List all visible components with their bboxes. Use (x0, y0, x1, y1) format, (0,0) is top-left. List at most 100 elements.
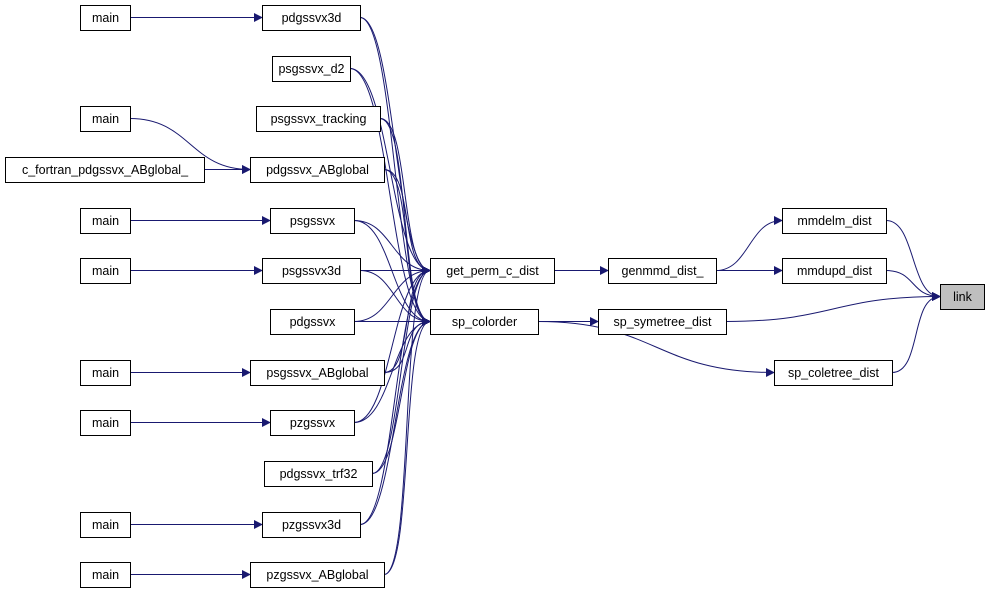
node-psgssvx[interactable]: psgssvx (270, 208, 355, 234)
edge-pzgssvx3d-to-sp_colorder (359, 317, 431, 525)
node-label: pzgssvx_ABglobal (266, 568, 368, 582)
node-box (80, 208, 131, 234)
edge-mmdelm_dist-to-link (885, 220, 941, 301)
edge-m2-to-pdgssvx_ABglobal (129, 118, 251, 174)
node-box (80, 360, 131, 386)
node-m2[interactable]: main (80, 106, 131, 132)
node-label: main (92, 568, 119, 582)
node-label: psgssvx (290, 214, 336, 228)
node-label: sp_coletree_dist (788, 366, 880, 380)
node-box (80, 410, 131, 436)
edge-pdgssvx_ABglobal-to-get_perm_c_dist (383, 169, 431, 275)
node-box (264, 461, 373, 487)
edge-pdgssvx_trf32-to-sp_colorder (371, 317, 431, 474)
node-mmdupd_dist[interactable]: mmdupd_dist (782, 258, 887, 284)
node-box (430, 258, 555, 284)
node-label: sp_symetree_dist (614, 315, 712, 329)
edge-pzgssvx-to-sp_colorder (353, 317, 431, 423)
node-sp_coletree_dist[interactable]: sp_coletree_dist (774, 360, 893, 386)
node-m1[interactable]: main (80, 5, 131, 31)
node-box (272, 56, 351, 82)
node-m3[interactable]: main (80, 208, 131, 234)
edge-mmdupd_dist-to-link (885, 270, 941, 301)
edge-psgssvx_tracking-to-get_perm_c_dist (379, 118, 431, 275)
node-label: pdgssvx (290, 315, 337, 329)
node-box (270, 410, 355, 436)
node-label: psgssvx3d (282, 264, 341, 278)
node-box (782, 208, 887, 234)
node-label: psgssvx_d2 (278, 62, 344, 76)
node-pdgssvx[interactable]: pdgssvx (270, 309, 355, 335)
node-box (80, 5, 131, 31)
node-label: pdgssvx_trf32 (280, 467, 358, 481)
node-m8[interactable]: main (80, 562, 131, 588)
node-box (250, 562, 385, 588)
edge-pdgssvx_trf32-to-get_perm_c_dist (371, 266, 431, 474)
node-label: main (92, 518, 119, 532)
node-pdgssvx_ABglobal[interactable]: pdgssvx_ABglobal (250, 157, 385, 183)
node-label: genmmd_dist_ (622, 264, 705, 278)
node-box (262, 5, 361, 31)
node-label: mmdupd_dist (797, 264, 873, 278)
node-box (5, 157, 205, 183)
node-m6[interactable]: main (80, 410, 131, 436)
node-m4[interactable]: main (80, 258, 131, 284)
node-label: c_fortran_pdgssvx_ABglobal_ (22, 163, 189, 177)
node-box (598, 309, 727, 335)
node-label: mmdelm_dist (797, 214, 872, 228)
node-box (774, 360, 893, 386)
node-box (256, 106, 381, 132)
node-get_perm_c_dist[interactable]: get_perm_c_dist (430, 258, 555, 284)
node-box (262, 258, 361, 284)
node-sp_symetree_dist[interactable]: sp_symetree_dist (598, 309, 727, 335)
node-mmdelm_dist[interactable]: mmdelm_dist (782, 208, 887, 234)
node-box (608, 258, 717, 284)
node-box (80, 106, 131, 132)
node-psgssvx_d2[interactable]: psgssvx_d2 (272, 56, 351, 82)
node-label: main (92, 416, 119, 430)
node-label: sp_colorder (452, 315, 517, 329)
node-m7[interactable]: main (80, 512, 131, 538)
node-label: get_perm_c_dist (446, 264, 539, 278)
node-psgssvx3d[interactable]: psgssvx3d (262, 258, 361, 284)
node-psgssvx_ABglobal[interactable]: psgssvx_ABglobal (250, 360, 385, 386)
node-label: main (92, 112, 119, 126)
node-box (262, 512, 361, 538)
node-m5[interactable]: main (80, 360, 131, 386)
edge-sp_symetree_dist-to-link (725, 292, 941, 322)
node-cf[interactable]: c_fortran_pdgssvx_ABglobal_ (5, 157, 205, 183)
node-box (782, 258, 887, 284)
node-label: link (953, 290, 973, 304)
node-box (80, 258, 131, 284)
node-label: main (92, 11, 119, 25)
edge-psgssvx3d-to-sp_colorder (359, 270, 431, 326)
node-psgssvx_tracking[interactable]: psgssvx_tracking (256, 106, 381, 132)
node-label: main (92, 214, 119, 228)
node-sp_colorder[interactable]: sp_colorder (430, 309, 539, 335)
node-box (270, 309, 355, 335)
edge-genmmd_dist_-to-mmdelm_dist (715, 216, 783, 271)
edge-pdgssvx_ABglobal-to-sp_colorder (383, 169, 431, 326)
node-box (80, 512, 131, 538)
node-box (80, 562, 131, 588)
edge-psgssvx_d2-to-sp_colorder (349, 68, 431, 326)
node-box (250, 157, 385, 183)
node-pdgssvx3d[interactable]: pdgssvx3d (262, 5, 361, 31)
node-genmmd_dist_[interactable]: genmmd_dist_ (608, 258, 717, 284)
edge-sp_colorder-to-sp_coletree_dist (537, 321, 775, 377)
edge-psgssvx_tracking-to-sp_colorder (379, 118, 431, 326)
edge-psgssvx-to-get_perm_c_dist (353, 220, 431, 275)
node-label: psgssvx_tracking (271, 112, 367, 126)
node-pzgssvx3d[interactable]: pzgssvx3d (262, 512, 361, 538)
edge-pzgssvx3d-to-get_perm_c_dist (359, 266, 431, 525)
node-pzgssvx[interactable]: pzgssvx (270, 410, 355, 436)
edge-psgssvx_d2-to-get_perm_c_dist (349, 68, 431, 275)
node-link[interactable]: link (940, 284, 985, 310)
node-label: pdgssvx_ABglobal (266, 163, 369, 177)
edge-pzgssvx_ABglobal-to-sp_colorder (383, 317, 431, 575)
node-pdgssvx_trf32[interactable]: pdgssvx_trf32 (264, 461, 373, 487)
node-pzgssvx_ABglobal[interactable]: pzgssvx_ABglobal (250, 562, 385, 588)
node-label: main (92, 366, 119, 380)
node-box (250, 360, 385, 386)
